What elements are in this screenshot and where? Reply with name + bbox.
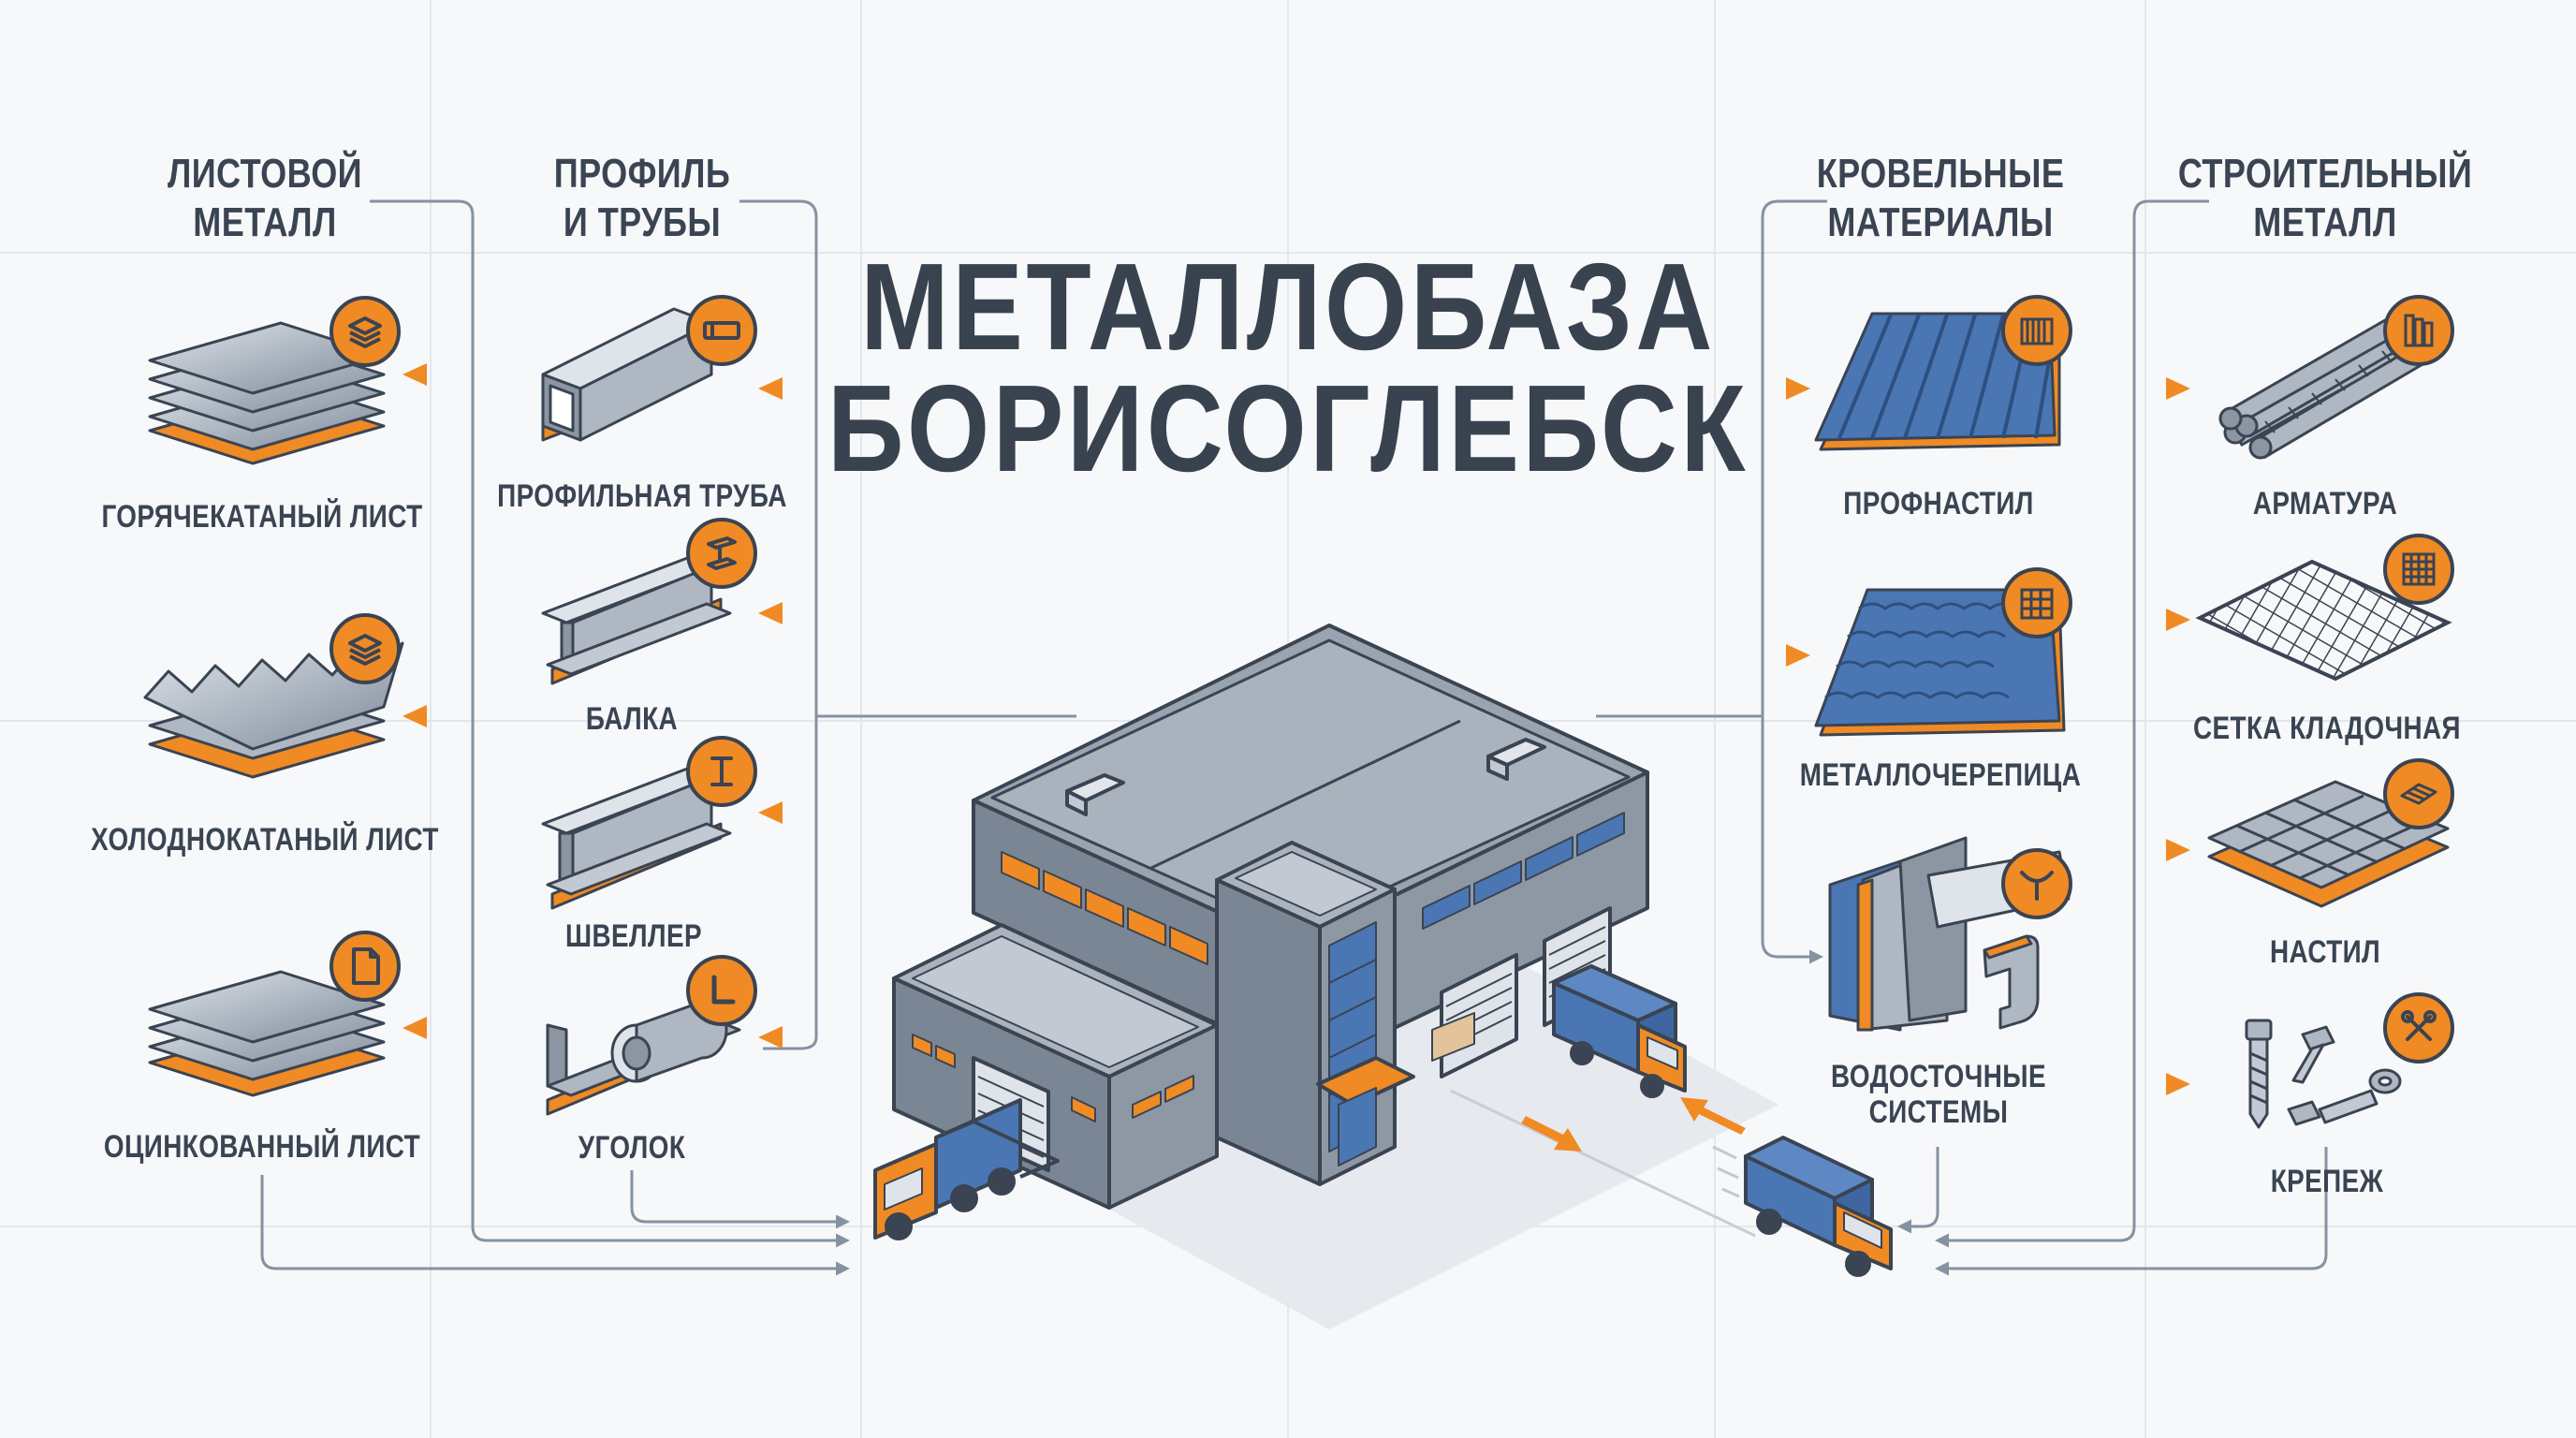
beam-icon — [686, 518, 757, 589]
arrow-roof-1 — [1786, 377, 1810, 400]
item-label-beam: БАЛКА — [585, 701, 679, 737]
category-heading-construction-line-2: МЕТАЛЛ — [2253, 199, 2397, 245]
channel-illustration — [541, 761, 732, 910]
item-label-masonry-mesh: СЕТКА КЛАДОЧНАЯ — [2192, 711, 2462, 746]
fasteners-illustration — [2245, 1019, 2402, 1129]
arrow-sheet-1 — [402, 363, 427, 386]
pipe-icon — [686, 295, 757, 366]
corrugated-sheet-illustration — [1814, 312, 2061, 451]
arrow-profile-1 — [758, 377, 783, 400]
category-heading-sheet-metal-line-2: МЕТАЛЛ — [193, 199, 337, 245]
road-lines — [1450, 1089, 1756, 1238]
connector-lines — [260, 199, 2328, 1276]
stack-icon — [329, 613, 401, 684]
motion-arrows — [1521, 1097, 1746, 1152]
item-label-rebar: АРМАТУРА — [2252, 486, 2398, 521]
rebar-icon — [2383, 295, 2454, 366]
category-heading-construction-line-1: СТРОИТЕЛЬНЫЙ — [2177, 151, 2473, 197]
hot-rolled-sheet-illustration — [148, 321, 386, 465]
arrow-sheet-2 — [402, 705, 427, 727]
motion-arrow-in — [1680, 1097, 1746, 1135]
item-label-galvanized-sheet: ОЦИНКОВАННЫЙ ЛИСТ — [103, 1129, 421, 1165]
metal-tile-illustration — [1814, 588, 2066, 737]
stack-icon — [329, 296, 401, 367]
warehouse-illustration — [892, 624, 1778, 1329]
main-title-line-2: БОРИСОГЛЕБСК — [827, 360, 1749, 497]
arrow-profile-2 — [758, 602, 783, 624]
category-heading-profile-line-1: ПРОФИЛЬ — [553, 151, 731, 197]
item-label-fasteners: КРЕПЕЖ — [2270, 1164, 2384, 1199]
item-arrows — [402, 363, 2190, 1095]
category-heading-profile-line-2: И ТРУБЫ — [563, 199, 722, 245]
item-label-hot-rolled-sheet: ГОРЯЧЕКАТАНЫЙ ЛИСТ — [101, 499, 423, 535]
item-label-profile-pipe: ПРОФИЛЬНАЯ ТРУБА — [497, 478, 787, 514]
item-label-cold-rolled-sheet: ХОЛОДНОКАТАНЫЙ ЛИСТ — [91, 822, 439, 858]
gutter-icon — [2001, 848, 2072, 919]
i-beam-icon — [686, 736, 757, 807]
truck-left-illustration — [873, 1098, 1060, 1240]
profile-pipe-illustration — [541, 307, 713, 442]
arrow-construct-3 — [2166, 839, 2190, 861]
motion-arrow-out — [1521, 1116, 1582, 1152]
tile-icon — [2001, 567, 2072, 638]
angle-icon — [686, 955, 757, 1026]
truck-bottom-right-illustration — [1712, 1136, 1893, 1277]
item-label-gutter-systems-line-1: ВОДОСТОЧНЫЕ — [1831, 1059, 2046, 1094]
item-label-grating: НАСТИЛ — [2269, 934, 2381, 970]
sheet-icon — [329, 931, 401, 1002]
arrow-profile-3 — [758, 801, 783, 824]
category-heading-roofing-line-2: МАТЕРИАЛЫ — [1827, 199, 2054, 245]
corrugated-icon — [2001, 295, 2072, 366]
rebar-illustration — [2218, 314, 2427, 460]
item-label-angle: УГОЛОК — [578, 1130, 686, 1166]
item-label-metal-tile: МЕТАЛЛОЧЕРЕПИЦА — [1799, 757, 2082, 793]
galvanized-sheet-illustration — [148, 970, 386, 1097]
arrow-profile-4 — [758, 1026, 783, 1049]
gutter-system-illustration — [1828, 836, 2071, 1032]
mesh-icon — [2383, 534, 2454, 605]
item-label-channel: ШВЕЛЛЕР — [565, 918, 702, 954]
arrow-construct-2 — [2166, 609, 2190, 631]
item-label-gutter-systems-line-2: СИСТЕМЫ — [1868, 1094, 2009, 1130]
arrow-roof-2 — [1786, 644, 1810, 667]
masonry-mesh-illustration — [2195, 559, 2452, 682]
arrow-sheet-3 — [402, 1017, 427, 1039]
wrench-screwdriver-icon — [2383, 992, 2454, 1064]
arrow-construct-4 — [2166, 1073, 2190, 1095]
grating-icon — [2383, 758, 2454, 829]
category-heading-roofing-line-1: КРОВЕЛЬНЫЕ — [1816, 151, 2065, 197]
item-label-corrugated-sheet: ПРОФНАСТИЛ — [1843, 486, 2034, 521]
beam-illustration — [541, 550, 732, 685]
truck-right-dock-illustration — [1552, 964, 1687, 1098]
category-heading-sheet-metal-line-1: ЛИСТОВОЙ — [167, 151, 363, 197]
arrow-construct-1 — [2166, 377, 2190, 400]
main-title-line-1: МЕТАЛЛОБАЗА — [860, 238, 1716, 375]
